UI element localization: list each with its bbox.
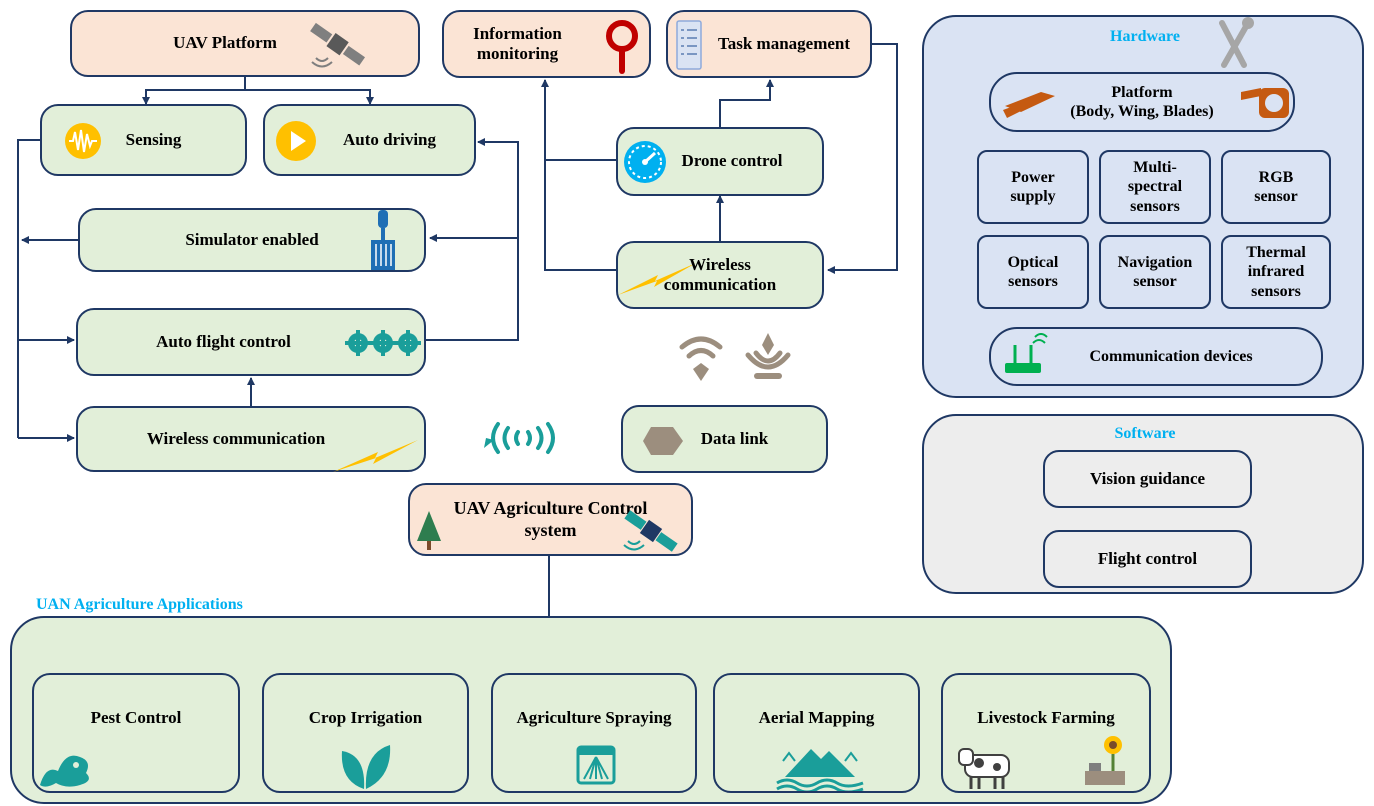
satellite-icon [623,510,678,552]
data-link-box: Data link [621,405,828,473]
arrow-platform-to-sensing [142,77,246,105]
sprayer-icon [576,745,616,785]
arrow-task-to-wireless [827,43,898,274]
task-management-label: Task management [717,33,851,53]
play-icon [276,121,316,161]
wireless-left-box: Wireless communication [76,406,426,472]
thermal-sensors-box: Thermal infrared sensors [1221,235,1331,309]
flight-control-label: Flight control [1097,549,1198,568]
auto-flight-label: Auto flight control [156,331,291,351]
wireless-center-line2: communication [663,275,777,294]
gears-icon [345,330,421,356]
crop-irrigation-label: Crop Irrigation [308,707,423,727]
app-livestock-farming: Livestock Farming [941,673,1151,793]
sunflower-icon [1085,736,1125,785]
info-monitoring-box: Information monitoring [442,10,651,78]
comm-devices-label: Communication devices [1089,347,1253,365]
leaves-icon [341,745,391,789]
lightning-icon [333,440,418,472]
power-supply-box: Power supply [977,150,1089,224]
data-link-icon [643,427,683,455]
cow-icon [958,748,1010,789]
auto-driving-box: Auto driving [263,104,476,176]
uav-platform-box: UAV Platform [70,10,420,77]
tools-icon [1219,17,1254,68]
livestock-farming-label: Livestock Farming [977,707,1115,727]
right-loop-line [426,138,519,341]
waveform-icon [65,123,101,159]
checklist-icon [676,20,702,70]
info-monitoring-line1: Information [473,23,562,43]
arrow-to-info [541,79,620,161]
arrow-platform-to-autodriving [245,89,374,105]
simulator-box: Simulator enabled [78,208,426,272]
navigation-sensor-label: Navigation sensor [1117,253,1193,290]
wireless-left-label: Wireless communication [146,428,326,448]
knife-icon [1003,92,1055,118]
vision-guidance-box: Vision guidance [1043,450,1252,508]
agriculture-spraying-label: Agriculture Spraying [516,707,672,727]
uav-platform-label: UAV Platform [173,33,277,53]
app-pest-control: Pest Control [32,673,240,793]
auto-flight-box: Auto flight control [76,308,426,376]
info-monitoring-line2: monitoring [476,44,559,63]
app-aerial-mapping: Aerial Mapping [713,673,920,793]
line-wireless-left [544,160,620,271]
comm-devices-box: Communication devices [989,327,1323,386]
vision-guidance-label: Vision guidance [1089,469,1206,488]
platform-box: Platform (Body, Wing, Blades) [989,72,1295,132]
app-crop-irrigation: Crop Irrigation [262,673,469,793]
wifi-icon [679,336,723,381]
thermal-sensors-label: Thermal infrared sensors [1246,244,1306,300]
platform-line1: Platform [1111,83,1173,101]
platform-line2: (Body, Wing, Blades) [1070,103,1214,120]
rgb-sensor-label: RGB sensor [1254,168,1298,205]
drone-control-box: Drone control [616,127,824,196]
pest-control-label: Pest Control [90,707,182,727]
optical-sensors-box: Optical sensors [977,235,1089,309]
radio-waves-icon [484,422,555,454]
data-link-label: Data link [700,428,769,448]
pest-icon [40,755,89,787]
app-agriculture-spraying: Agriculture Spraying [491,673,697,793]
left-feedback-line [17,139,40,438]
multispectral-box: Multi-spectral sensors [1099,150,1211,224]
sensing-label: Sensing [125,129,182,149]
rgb-sensor-box: RGB sensor [1221,150,1331,224]
drone-control-label: Drone control [681,151,783,171]
multispectral-label: Multi-spectral sensors [1127,159,1183,215]
navigation-sensor-box: Navigation sensor [1099,235,1211,309]
arrow-drone-to-task [719,79,774,127]
auto-driving-label: Auto driving [342,129,437,149]
simulator-label: Simulator enabled [185,229,319,249]
camera-icon [1241,88,1289,118]
flight-control-box: Flight control [1043,530,1252,588]
control-system-box: UAV Agriculture Control system [408,483,693,556]
sensing-box: Sensing [40,104,247,176]
tree-icon [417,511,441,550]
wireless-center-line1: Wireless [689,254,751,274]
satellite-icon [310,22,366,68]
software-title: Software [1114,425,1176,442]
task-management-box: Task management [666,10,872,78]
speedometer-icon [624,141,666,183]
lightning-icon [618,263,696,295]
signal-icon [745,333,791,379]
joystick-icon [371,210,395,270]
optical-sensors-label: Optical sensors [1007,253,1059,290]
aerial-mapping-label: Aerial Mapping [758,707,875,727]
hardware-title: Hardware [1110,28,1180,45]
applications-title: UAN Agriculture Applications [36,596,243,613]
control-system-line2: system [524,519,577,540]
wireless-center-box: Wireless communication [616,241,824,309]
island-icon [776,749,864,791]
control-system-line1: UAV Agriculture Control [453,497,648,518]
magnifier-icon [606,20,638,74]
power-supply-label: Power supply [1010,168,1056,205]
router-icon [1005,333,1048,373]
